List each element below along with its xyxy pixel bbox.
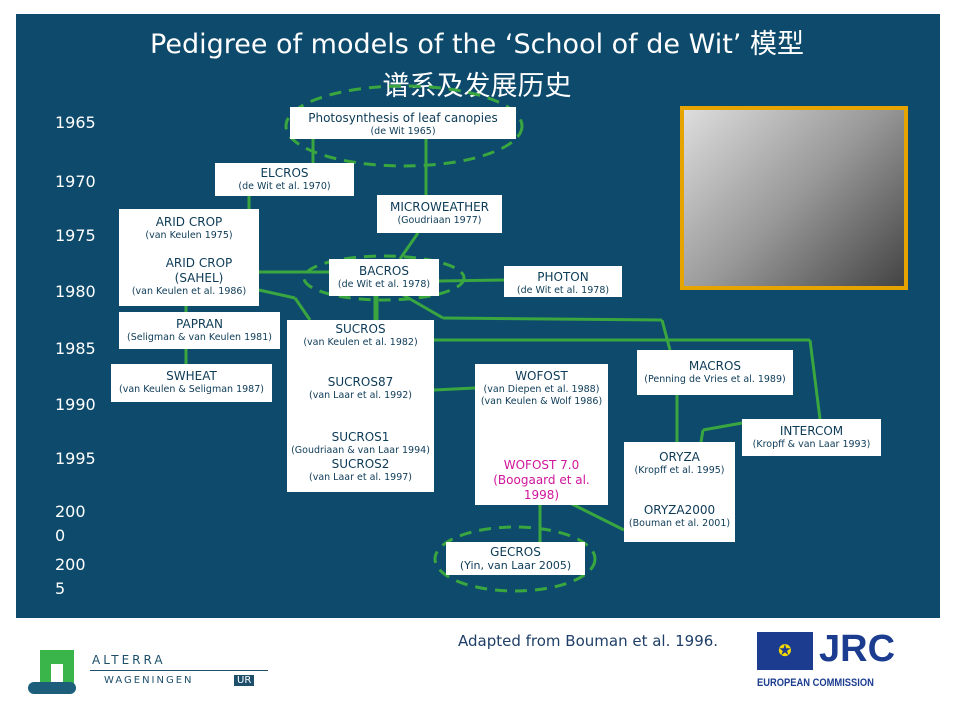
model-ref: (Kropff & van Laar 1993)	[752, 439, 871, 450]
model-name: MACROS	[688, 359, 742, 373]
model-papran: PAPRAN(Seligman & van Keulen 1981)	[119, 312, 280, 349]
year-label: 1980	[55, 282, 96, 301]
year-label: 200 0	[55, 502, 86, 545]
model-arid-crop: ARID CROP(van Keulen 1975) ARID CROP (SA…	[119, 209, 259, 306]
slide-title: Pedigree of models of the ‘School of de …	[150, 29, 804, 60]
year-label: 1985	[55, 339, 96, 358]
eu-flag-icon: ✪	[757, 632, 813, 670]
model-ref: (van Keulen & Wolf 1986)	[480, 396, 603, 407]
model-microweather: MICROWEATHER(Goudriaan 1977)	[377, 195, 502, 233]
model-ref: (de Wit et al. 1978)	[516, 285, 610, 296]
year-label: 1990	[55, 395, 96, 414]
model-name: Photosynthesis of leaf canopies	[308, 111, 498, 125]
model-name: ARID CROP	[165, 256, 233, 270]
year-label: 1975	[55, 226, 96, 245]
model-photosynthesis: Photosynthesis of leaf canopies(de Wit 1…	[290, 107, 516, 139]
model-name: WOFOST 7.0	[503, 458, 580, 472]
jrc-text: JRC	[819, 628, 896, 670]
model-ref: (van Keulen & Seligman 1987)	[119, 384, 264, 395]
alterra-logo: ALTERRA WAGENINGEN UR	[28, 648, 278, 698]
model-name: SUCROS1	[331, 430, 390, 444]
alterra-logo-icon	[40, 650, 74, 686]
model-ref: (van Keulen et al. 1982)	[303, 337, 418, 348]
year-label: 1995	[55, 449, 96, 468]
model-ref: (van Diepen et al. 1988)	[483, 384, 600, 395]
ur-badge: UR	[234, 675, 255, 686]
model-name: ELCROS	[260, 166, 309, 180]
year-label: 1970	[55, 172, 96, 191]
model-name: MICROWEATHER	[389, 200, 490, 214]
source-note: Adapted from Bouman et al. 1996.	[458, 632, 719, 650]
jrc-logo: ✪ JRC EUROPEAN COMMISSION	[757, 628, 902, 692]
model-ref: (Kropff et al. 1995)	[634, 465, 725, 476]
model-ref: (de Wit et al. 1978)	[337, 279, 431, 290]
model-name: PHOTON	[537, 270, 589, 284]
model-photon: PHOTON(de Wit et al. 1978)	[504, 266, 622, 297]
model-name: ARID CROP	[155, 215, 223, 229]
model-ref: (Boogaard et al. 1998)	[493, 473, 590, 502]
model-ref: (van Keulen 1975)	[145, 230, 233, 241]
portrait-photo	[680, 106, 908, 290]
model-name: SUCROS2	[331, 457, 390, 471]
model-ref: (Yin, van Laar 2005)	[459, 559, 572, 572]
model-name: GECROS	[490, 545, 541, 559]
model-swheat: SWHEAT(van Keulen & Seligman 1987)	[111, 364, 272, 402]
model-ref: (de Wit et al. 1970)	[238, 181, 331, 192]
model-ref: (van Laar et al. 1992)	[308, 390, 413, 401]
model-elcros: ELCROS(de Wit et al. 1970)	[215, 163, 354, 196]
model-ref: (van Keulen et al. 1986)	[131, 286, 247, 297]
model-bacros: BACROS(de Wit et al. 1978)	[329, 259, 439, 296]
model-name: SUCROS87	[327, 375, 394, 389]
model-ref: (van Laar et al. 1997)	[308, 472, 413, 483]
model-intercom: INTERCOM(Kropff & van Laar 1993)	[742, 419, 881, 456]
model-ref: (Penning de Vries et al. 1989)	[644, 374, 786, 385]
european-commission-text: EUROPEAN COMMISSION	[757, 677, 874, 689]
model-ref: (de Wit 1965)	[370, 126, 436, 137]
model-name: (SAHEL)	[174, 271, 224, 285]
model-oryza: ORYZA(Kropff et al. 1995) ORYZA2000(Boum…	[624, 442, 735, 542]
alterra-text: ALTERRA	[92, 653, 166, 667]
model-sucros: SUCROS(van Keulen et al. 1982) SUCROS87(…	[287, 320, 434, 492]
wageningen-text: WAGENINGEN	[104, 675, 194, 686]
model-wofost: WOFOST(van Diepen et al. 1988)(van Keule…	[475, 364, 608, 505]
model-ref: (Bouman et al. 2001)	[628, 518, 731, 529]
model-name: INTERCOM	[779, 424, 844, 438]
model-ref: (Goudriaan & van Laar 1994)	[291, 445, 430, 456]
model-name: BACROS	[358, 264, 409, 278]
model-ref: (Goudriaan 1977)	[397, 215, 482, 226]
year-label: 200 5	[55, 555, 86, 598]
year-label: 1965	[55, 113, 96, 132]
model-name: WOFOST	[515, 369, 568, 383]
model-gecros: GECROS(Yin, van Laar 2005)	[446, 542, 585, 575]
model-name: ORYZA	[659, 450, 700, 464]
model-name: SUCROS	[335, 322, 386, 336]
model-name: SWHEAT	[166, 369, 217, 383]
model-ref: (Seligman & van Keulen 1981)	[127, 332, 272, 343]
model-name: ORYZA2000	[643, 503, 716, 517]
model-macros: MACROS(Penning de Vries et al. 1989)	[637, 350, 793, 395]
model-name: PAPRAN	[176, 317, 223, 331]
